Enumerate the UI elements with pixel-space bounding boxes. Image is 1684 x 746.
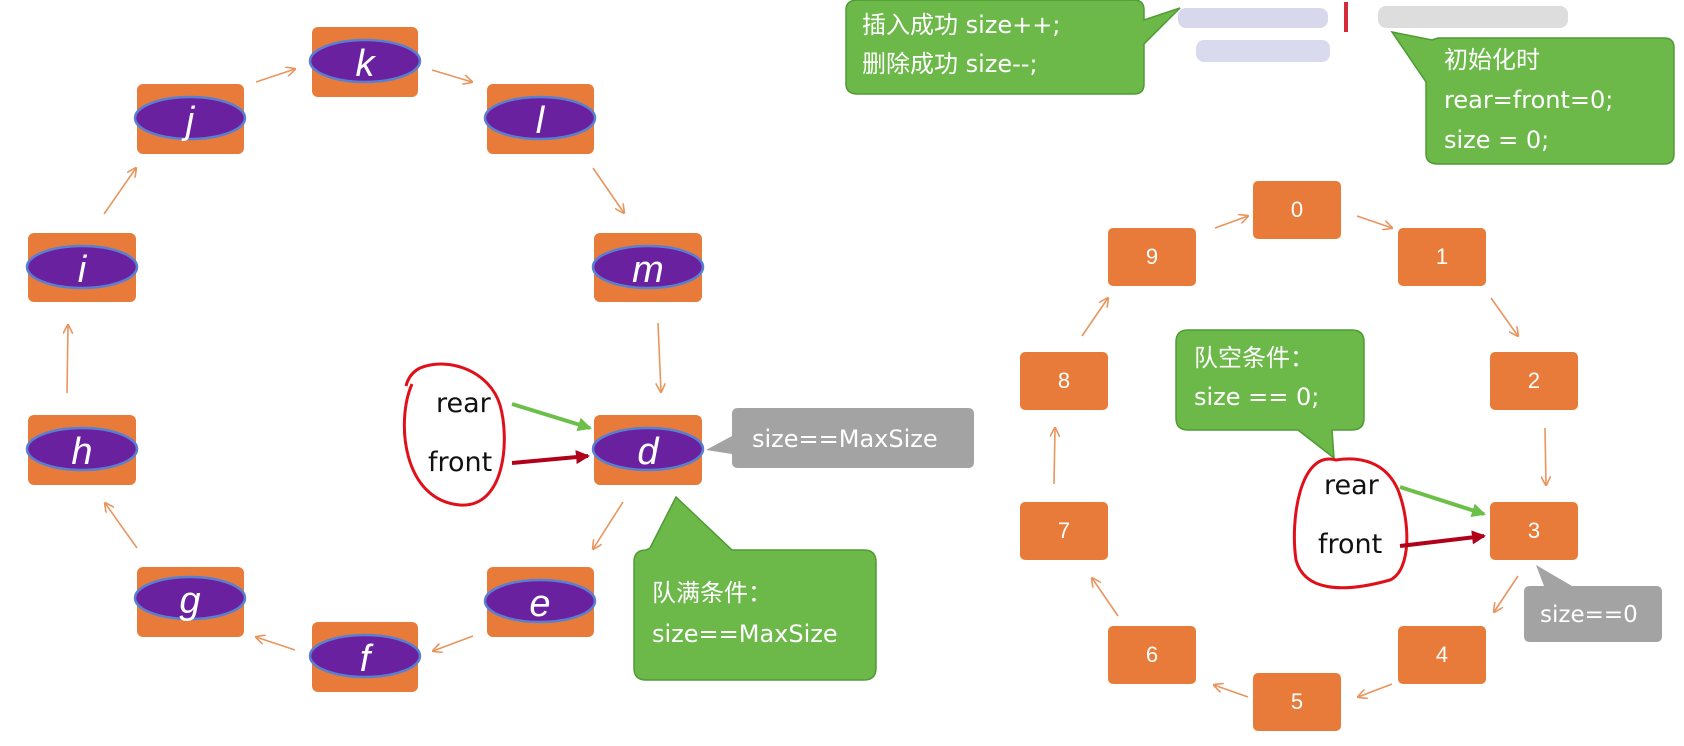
slot-9: 9 bbox=[1108, 228, 1196, 286]
arrow-5-6 bbox=[1214, 685, 1249, 698]
slot-label: 1 bbox=[1436, 244, 1448, 269]
arrow-f-g bbox=[256, 637, 296, 651]
slot-6: 6 bbox=[1108, 626, 1196, 684]
arrow-9-0 bbox=[1214, 216, 1248, 229]
node-m: m bbox=[591, 233, 705, 302]
full-queue-pointers: rear front bbox=[402, 362, 592, 507]
insert-delete-callout: 插入成功 size++; 删除成功 size--; bbox=[845, 0, 1181, 95]
full-condition-line2: size==MaxSize bbox=[652, 620, 838, 648]
rear-arrow bbox=[1399, 485, 1486, 517]
node-j: j bbox=[133, 84, 247, 154]
arrow-k-l bbox=[431, 69, 472, 82]
front-label: front bbox=[1318, 529, 1382, 560]
rear-label: rear bbox=[436, 388, 492, 419]
init-line3: size = 0; bbox=[1444, 126, 1549, 154]
blurred-text-artifact bbox=[1178, 2, 1568, 62]
node-label: d bbox=[637, 431, 660, 473]
slot-label: 3 bbox=[1528, 518, 1540, 543]
arrow-1-2 bbox=[1490, 297, 1518, 336]
slot-2: 2 bbox=[1490, 352, 1578, 410]
arrow-0-1 bbox=[1356, 215, 1392, 228]
arrow-j-k bbox=[255, 69, 295, 83]
node-f: f bbox=[308, 622, 422, 692]
delete-note: 删除成功 size--; bbox=[862, 50, 1038, 78]
full-size-gray-note: size==MaxSize bbox=[706, 408, 974, 468]
node-label: f bbox=[360, 638, 374, 680]
slot-1: 1 bbox=[1398, 228, 1486, 286]
node-e: e bbox=[483, 567, 597, 637]
annotation-circle bbox=[402, 362, 506, 507]
arrow-7-8 bbox=[1054, 428, 1055, 485]
slot-3: 3 bbox=[1490, 502, 1578, 560]
node-label: g bbox=[179, 580, 200, 622]
arrow-3-4 bbox=[1494, 575, 1519, 612]
rear-label: rear bbox=[1324, 470, 1380, 501]
empty-condition-line1: 队空条件： bbox=[1194, 344, 1314, 372]
arrow-h-i bbox=[67, 325, 68, 394]
slot-7: 7 bbox=[1020, 502, 1108, 560]
init-callout: 初始化时 rear=front=0; size = 0; bbox=[1390, 30, 1675, 165]
slot-8: 8 bbox=[1020, 352, 1108, 410]
arrow-e-f bbox=[433, 635, 474, 651]
arrow-i-j bbox=[103, 168, 136, 215]
slot-label: 2 bbox=[1528, 368, 1540, 393]
arrow-l-m bbox=[592, 167, 624, 213]
slot-0: 0 bbox=[1253, 181, 1341, 239]
slot-label: 9 bbox=[1146, 244, 1158, 269]
empty-queue-ring: 0 1 2 3 4 5 6 7 bbox=[1020, 181, 1578, 731]
slot-label: 0 bbox=[1291, 197, 1303, 222]
full-condition-callout: 队满条件： size==MaxSize bbox=[633, 495, 877, 681]
init-line2: rear=front=0; bbox=[1444, 86, 1613, 114]
gray-note-text: size==MaxSize bbox=[752, 425, 938, 453]
node-label: l bbox=[536, 100, 546, 142]
node-label: k bbox=[356, 43, 377, 85]
full-queue-ring: k l m d e f bbox=[25, 27, 705, 692]
arrow-8-9 bbox=[1081, 298, 1108, 337]
node-d: d bbox=[591, 415, 705, 485]
node-label: i bbox=[78, 249, 88, 291]
node-label: h bbox=[71, 431, 92, 473]
slot-label: 7 bbox=[1058, 518, 1070, 543]
rear-arrow bbox=[511, 402, 592, 432]
node-h: h bbox=[25, 415, 139, 485]
init-line1: 初始化时 bbox=[1444, 46, 1540, 74]
arrow-4-5 bbox=[1358, 683, 1393, 697]
node-k: k bbox=[308, 27, 422, 97]
empty-condition-line2: size == 0; bbox=[1194, 383, 1319, 411]
node-label: e bbox=[529, 583, 550, 625]
front-label: front bbox=[428, 447, 492, 478]
gray-note-text: size==0 bbox=[1540, 602, 1638, 628]
arrow-d-e bbox=[593, 501, 624, 549]
arrow-m-d bbox=[658, 322, 661, 392]
empty-condition-callout: 队空条件： size == 0; bbox=[1175, 329, 1365, 460]
node-i: i bbox=[25, 233, 139, 302]
slot-label: 5 bbox=[1291, 689, 1303, 714]
node-label: m bbox=[632, 249, 664, 291]
front-arrow bbox=[1399, 530, 1486, 548]
insert-note: 插入成功 size++; bbox=[862, 11, 1060, 39]
arrow-g-h bbox=[105, 503, 138, 549]
front-arrow bbox=[511, 450, 590, 465]
slot-label: 4 bbox=[1436, 642, 1448, 667]
empty-size-gray-note: size==0 bbox=[1524, 565, 1662, 642]
slot-label: 6 bbox=[1146, 642, 1158, 667]
slot-5: 5 bbox=[1253, 673, 1341, 731]
slot-4: 4 bbox=[1398, 626, 1486, 684]
arrow-6-7 bbox=[1092, 578, 1119, 617]
slot-label: 8 bbox=[1058, 368, 1070, 393]
annotation-circle bbox=[1292, 457, 1409, 590]
node-g: g bbox=[133, 567, 247, 637]
node-l: l bbox=[483, 84, 597, 154]
arrow-2-3 bbox=[1545, 427, 1546, 485]
empty-queue-pointers: rear front bbox=[1292, 457, 1486, 590]
full-condition-line1: 队满条件： bbox=[652, 579, 772, 607]
